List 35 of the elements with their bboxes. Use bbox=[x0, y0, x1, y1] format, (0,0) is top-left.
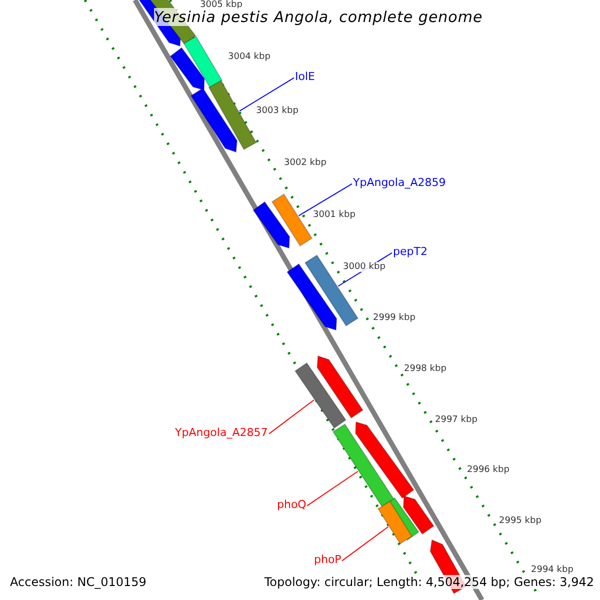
scale-label: 3004 kbp bbox=[228, 52, 270, 62]
scale-label: 2995 kbp bbox=[499, 516, 542, 526]
gene-label: YpAngola_A2859 bbox=[353, 176, 446, 189]
scale-label: 3000 kbp bbox=[343, 262, 386, 272]
gene-feature bbox=[183, 36, 223, 88]
scale-label: 2996 kbp bbox=[467, 465, 510, 475]
gene-feature bbox=[190, 88, 238, 153]
footer-text: Accession: NC_010159 bbox=[10, 575, 146, 589]
gene-feature bbox=[294, 362, 346, 429]
scale-label: 3001 kbp bbox=[313, 210, 356, 220]
scale-label: 2994 kbp bbox=[531, 565, 574, 575]
gene-feature bbox=[170, 47, 205, 91]
scale-label: 2998 kbp bbox=[404, 364, 446, 374]
leader-line bbox=[268, 400, 314, 434]
leader-line bbox=[342, 526, 389, 562]
leader-line bbox=[298, 183, 352, 216]
scale-label: 3002 kbp bbox=[284, 158, 326, 168]
gene-label: phoQ bbox=[277, 498, 306, 511]
gene-feature bbox=[252, 201, 290, 249]
gene-feature bbox=[271, 194, 313, 246]
gene-label: YpAngola_A2857 bbox=[175, 426, 268, 439]
footer-text: Topology: circular; Length: 4,504,254 bp; Genes: 3,942 bbox=[264, 575, 594, 589]
scale-label: 2999 kbp bbox=[373, 313, 416, 323]
leader-line bbox=[238, 77, 294, 112]
scale-label: 3003 kbp bbox=[256, 106, 298, 116]
gene-label: phoP bbox=[314, 553, 342, 566]
gene-feature bbox=[208, 80, 257, 150]
gene-feature bbox=[316, 355, 364, 419]
gene-label: pepT2 bbox=[393, 245, 428, 258]
gene-feature bbox=[286, 263, 338, 331]
gene-feature bbox=[355, 421, 414, 499]
gene-label: IolE bbox=[295, 70, 315, 83]
scale-label: 2997 kbp bbox=[435, 415, 478, 425]
title: Yersinia pestis Angola, complete genome bbox=[154, 8, 483, 26]
leader-line bbox=[306, 470, 358, 506]
